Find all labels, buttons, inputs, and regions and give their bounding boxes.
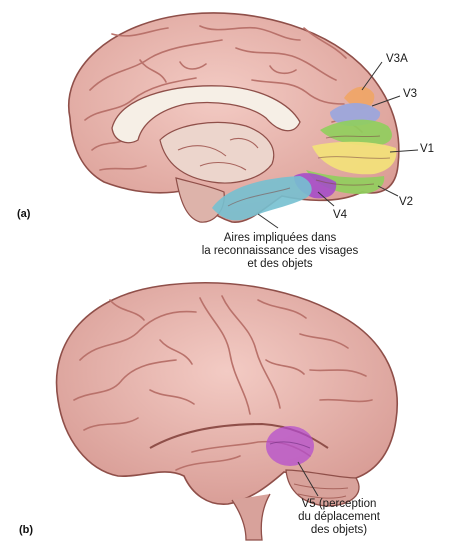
callouts-a [257, 61, 419, 229]
panel-label-a: (a) [17, 208, 31, 220]
label-faces-line-2: la reconnaissance des visages [201, 245, 359, 257]
area-v2-lower [306, 170, 385, 194]
brainstem [175, 177, 225, 223]
lateral-brain [55, 282, 398, 541]
label-v5-line-2: du déplacement [298, 511, 380, 523]
medial-brain [67, 12, 419, 229]
callout-v5 [297, 461, 319, 497]
area-v1 [312, 141, 397, 175]
label-v4: V4 [333, 209, 348, 221]
label-v1: V1 [420, 143, 435, 155]
label-v5-line-3: des objets) [310, 524, 368, 536]
area-v5 [266, 426, 314, 466]
label-faces-line-3: et des objets [247, 258, 313, 270]
label-v3: V3 [403, 88, 418, 100]
area-v2-upper [320, 119, 392, 146]
label-faces-objects: Aires impliquées dans la reconnaissance … [190, 232, 370, 271]
label-v3a: V3A [386, 53, 408, 65]
lateral-folds [73, 295, 373, 471]
lateral-brain-outline [55, 282, 398, 505]
label-v2: V2 [399, 196, 414, 208]
label-v5: V5 (perception du déplacement des objets… [294, 498, 384, 537]
label-faces-line-1: Aires impliquées dans [223, 232, 337, 244]
thalamus [159, 121, 275, 184]
label-v5-line-1: V5 (perception [301, 498, 377, 510]
area-faces-objects [212, 176, 312, 221]
corpus-callosum [111, 85, 301, 144]
panel-label-b: (b) [19, 524, 34, 536]
